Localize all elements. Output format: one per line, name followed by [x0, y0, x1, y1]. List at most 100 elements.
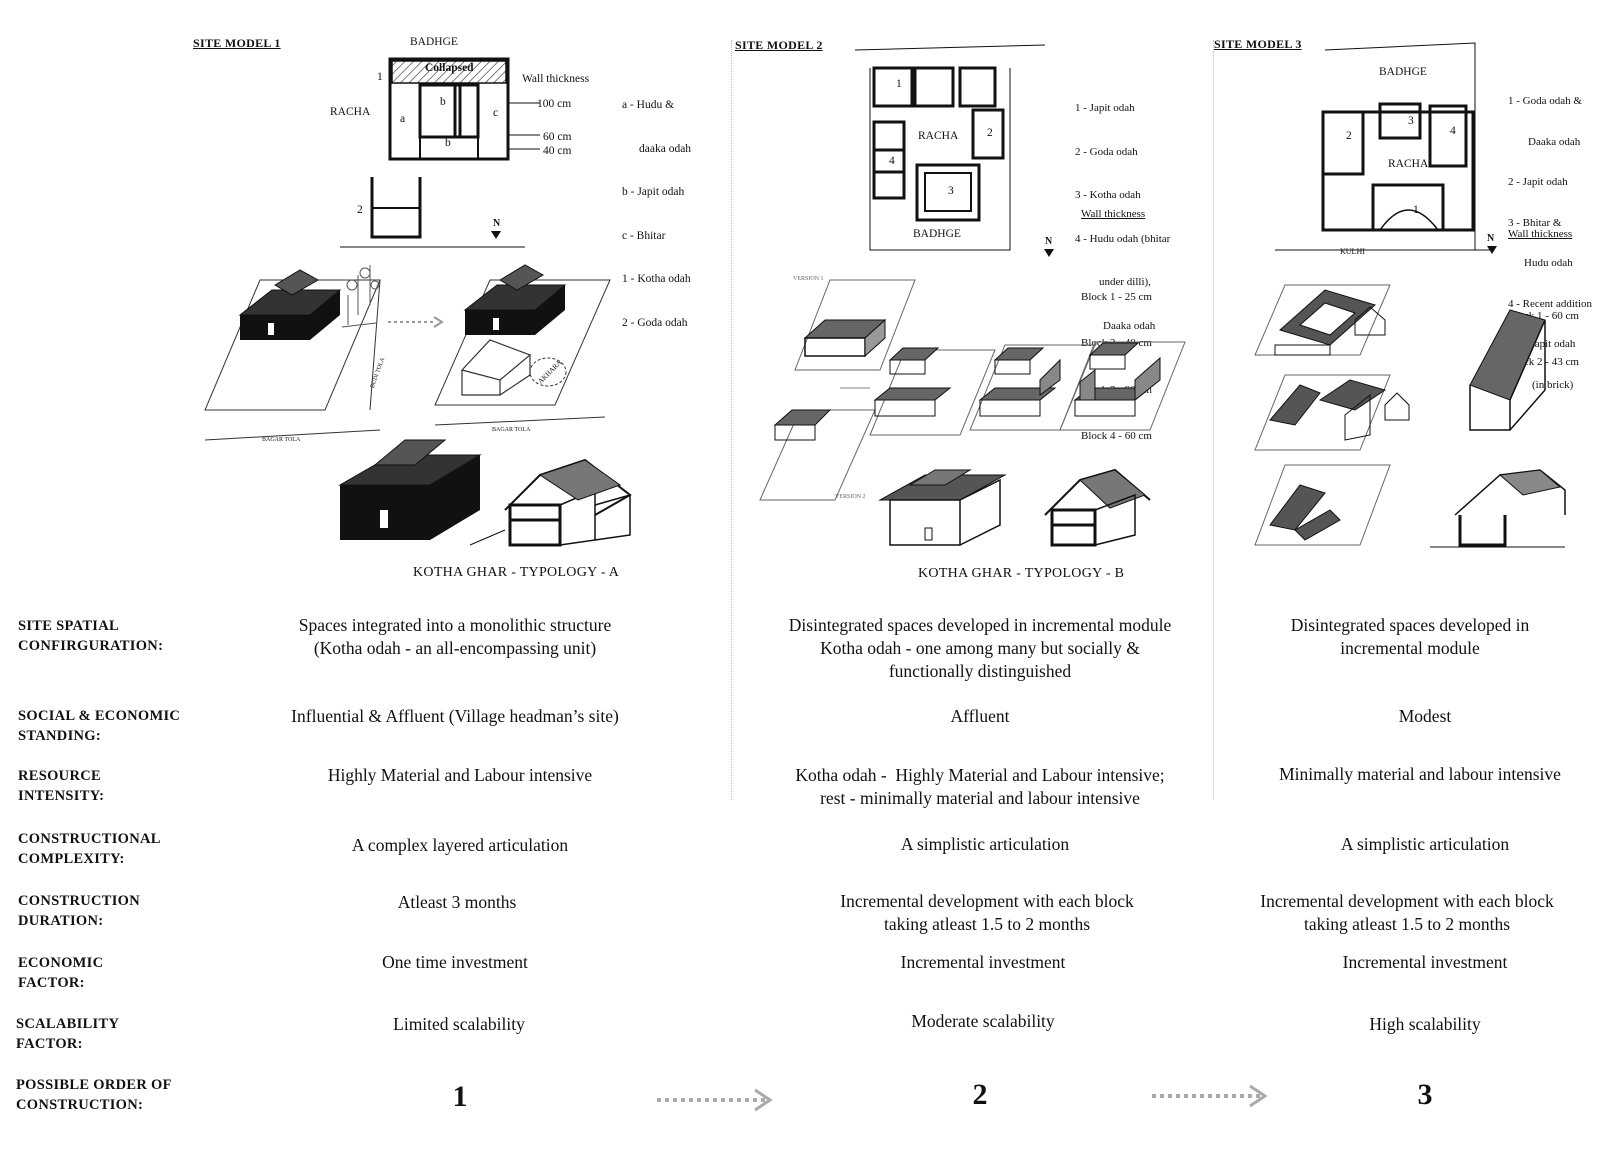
- plan-label-racha: RACHA: [330, 106, 371, 118]
- plan-letter: b: [440, 96, 446, 108]
- plan-number: 1: [896, 78, 902, 90]
- row-3-cell-model-2: A simplistic articulation: [900, 834, 1070, 854]
- column-divider: [731, 40, 732, 800]
- plan-dim: 100 cm: [537, 98, 572, 110]
- legend-item: 1 - Japit odah: [1075, 102, 1135, 114]
- row-6-cell-model-2: Moderate scalability: [911, 1011, 1055, 1031]
- plan-letter: a: [400, 113, 406, 125]
- plan-dim: 60 cm: [543, 131, 572, 143]
- legend-item: b - Japit odah: [622, 186, 685, 198]
- north-label: N: [1487, 233, 1495, 244]
- plan-label-kulhi: KULHI: [1340, 247, 1365, 256]
- wall-item: Block 1 - 25 cm: [1081, 290, 1152, 303]
- plan-label-racha: RACHA: [918, 130, 959, 142]
- model-2-caption: KOTHA GHAR - TYPOLOGY - B: [918, 566, 1125, 581]
- site-model-2-title: SITE MODEL 2: [735, 38, 823, 52]
- legend-item: 1 - Kotha odah: [622, 273, 691, 285]
- row-label-resource-intensity: RESOURCE INTENSITY:: [18, 768, 105, 804]
- plan-label-wall-thickness: Wall thickness: [522, 73, 590, 85]
- order-value-1: 1: [452, 1080, 468, 1113]
- order-arrow-2-to-3-icon: [1152, 1084, 1268, 1108]
- row-0-cell-model-2: Disintegrated spaces developed in increm…: [788, 615, 1172, 681]
- row-5-cell-model-1: One time investment: [382, 952, 528, 972]
- version-label: VERSION 2: [835, 494, 866, 500]
- row-label-social-economic-standing: SOCIAL & ECONOMIC STANDING:: [18, 708, 181, 744]
- row-label-possible-order: POSSIBLE ORDER OF CONSTRUCTION:: [16, 1077, 172, 1113]
- plan-letter: c: [493, 107, 499, 119]
- north-arrow-icon: [491, 231, 501, 239]
- legend-item: under dilli),: [1099, 276, 1151, 288]
- legend-item: daaka odah: [639, 142, 692, 155]
- row-label-construction-duration: CONSTRUCTION DURATION:: [18, 893, 141, 929]
- sketch-label-road: BAGAR TOLA: [492, 427, 531, 433]
- row-label-site-spatial-configuration: SITE SPATIAL CONFIRGURATION:: [18, 618, 164, 654]
- plan-label-badhge: BADHGE: [913, 228, 961, 240]
- plan-label-racha: RACHA: [1388, 158, 1429, 170]
- plan-number: 4: [1450, 125, 1456, 137]
- legend-item: Hudu odah: [1524, 257, 1573, 269]
- row-6-cell-model-3: High scalability: [1369, 1014, 1481, 1034]
- legend-item: a - Hudu &: [622, 99, 675, 111]
- north-label: N: [493, 218, 501, 229]
- row-1-cell-model-1: Influential & Affluent (Village headman’…: [291, 706, 619, 726]
- row-4-cell-model-1: Atleast 3 months: [397, 892, 517, 912]
- order-value-3: 3: [1417, 1078, 1433, 1111]
- legend-item: 4 - Recent addition: [1508, 297, 1593, 310]
- legend-item: 4 - Hudu odah (bhitar: [1075, 232, 1171, 245]
- north-arrow-icon: [1044, 249, 1054, 257]
- legend-item: (in brick): [1532, 378, 1574, 391]
- plan-label-badhge: BADHGE: [1379, 66, 1427, 78]
- sketch-label-road: BAGAR TOLA: [262, 437, 301, 443]
- north-label: N: [1045, 236, 1053, 247]
- legend-item: 3 - Bhitar &: [1508, 216, 1562, 229]
- column-divider: [1213, 40, 1214, 800]
- wall-thickness-title: Wall thickness: [1081, 208, 1146, 220]
- order-arrow-1-to-2-icon: [657, 1088, 773, 1112]
- wall-item: Block 4 - 60 cm: [1081, 430, 1152, 442]
- model-1-legend: a - Hudu & daaka odah b - Japit odah c -…: [622, 69, 691, 345]
- model-3-site-sketches: [1254, 284, 1566, 548]
- row-1-cell-model-2: Affluent: [950, 706, 1010, 726]
- row-label-scalability-factor: SCALABILITY FACTOR:: [16, 1016, 120, 1052]
- plan-letter: b: [445, 137, 451, 149]
- row-label-constructional-complexity: CONSTRUCTIONAL COMPLEXITY:: [18, 831, 161, 867]
- legend-item: 2 - Goda odah: [1075, 145, 1138, 158]
- plan-number: 2: [357, 204, 363, 216]
- site-model-1-title: SITE MODEL 1: [193, 36, 281, 50]
- row-1-cell-model-3: Modest: [1398, 706, 1452, 726]
- plan-number: 1: [377, 71, 383, 83]
- plan-number: 2: [1346, 130, 1352, 142]
- plan-number: 2: [987, 127, 993, 139]
- row-4-cell-model-2: Incremental development with each block …: [840, 891, 1134, 934]
- ground-line: [340, 246, 525, 248]
- order-value-2: 2: [972, 1078, 988, 1111]
- row-label-economic-factor: ECONOMIC FACTOR:: [18, 955, 104, 991]
- row-4-cell-model-3: Incremental development with each block …: [1260, 891, 1554, 934]
- row-5-cell-model-2: Incremental investment: [900, 952, 1066, 972]
- legend-item: Daaka odah: [1528, 135, 1581, 148]
- legend-item: 2 - Japit odah: [1508, 176, 1568, 188]
- row-3-cell-model-1: A complex layered articulation: [351, 835, 569, 855]
- row-3-cell-model-3: A simplistic articulation: [1340, 834, 1510, 854]
- north-arrow-icon: [1487, 246, 1497, 254]
- model-2-floor-plan: [854, 44, 1046, 251]
- plan-label-badhge: BADHGE: [410, 36, 458, 48]
- legend-item: 3 - Kotha odah: [1075, 189, 1141, 201]
- plan-number: 4: [889, 155, 895, 167]
- plan-number: 3: [948, 185, 954, 197]
- row-2-cell-model-2: Kotha odah - Highly Material and Labour …: [795, 765, 1165, 808]
- row-2-cell-model-3: Minimally material and labour intensive: [1279, 764, 1561, 784]
- model-1-site-sketches: [204, 264, 632, 547]
- row-0-cell-model-1: Spaces integrated into a monolithic stru…: [298, 615, 612, 658]
- version-label: VERSION 1: [793, 276, 824, 282]
- model-3-floor-plan: [1275, 42, 1490, 251]
- plan-number: 1: [1413, 204, 1419, 216]
- wall-thickness-title: Wall thickness: [1508, 228, 1573, 240]
- model-1-caption: KOTHA GHAR - TYPOLOGY - A: [413, 565, 620, 580]
- legend-item: Daaka odah: [1103, 319, 1156, 332]
- model-1-floor-plan: [370, 57, 540, 239]
- legend-item: 1 - Goda odah &: [1508, 95, 1582, 107]
- plan-number: 3: [1408, 115, 1414, 127]
- row-2-cell-model-1: Highly Material and Labour intensive: [327, 765, 593, 785]
- legend-item: 2 - Goda odah: [622, 316, 688, 329]
